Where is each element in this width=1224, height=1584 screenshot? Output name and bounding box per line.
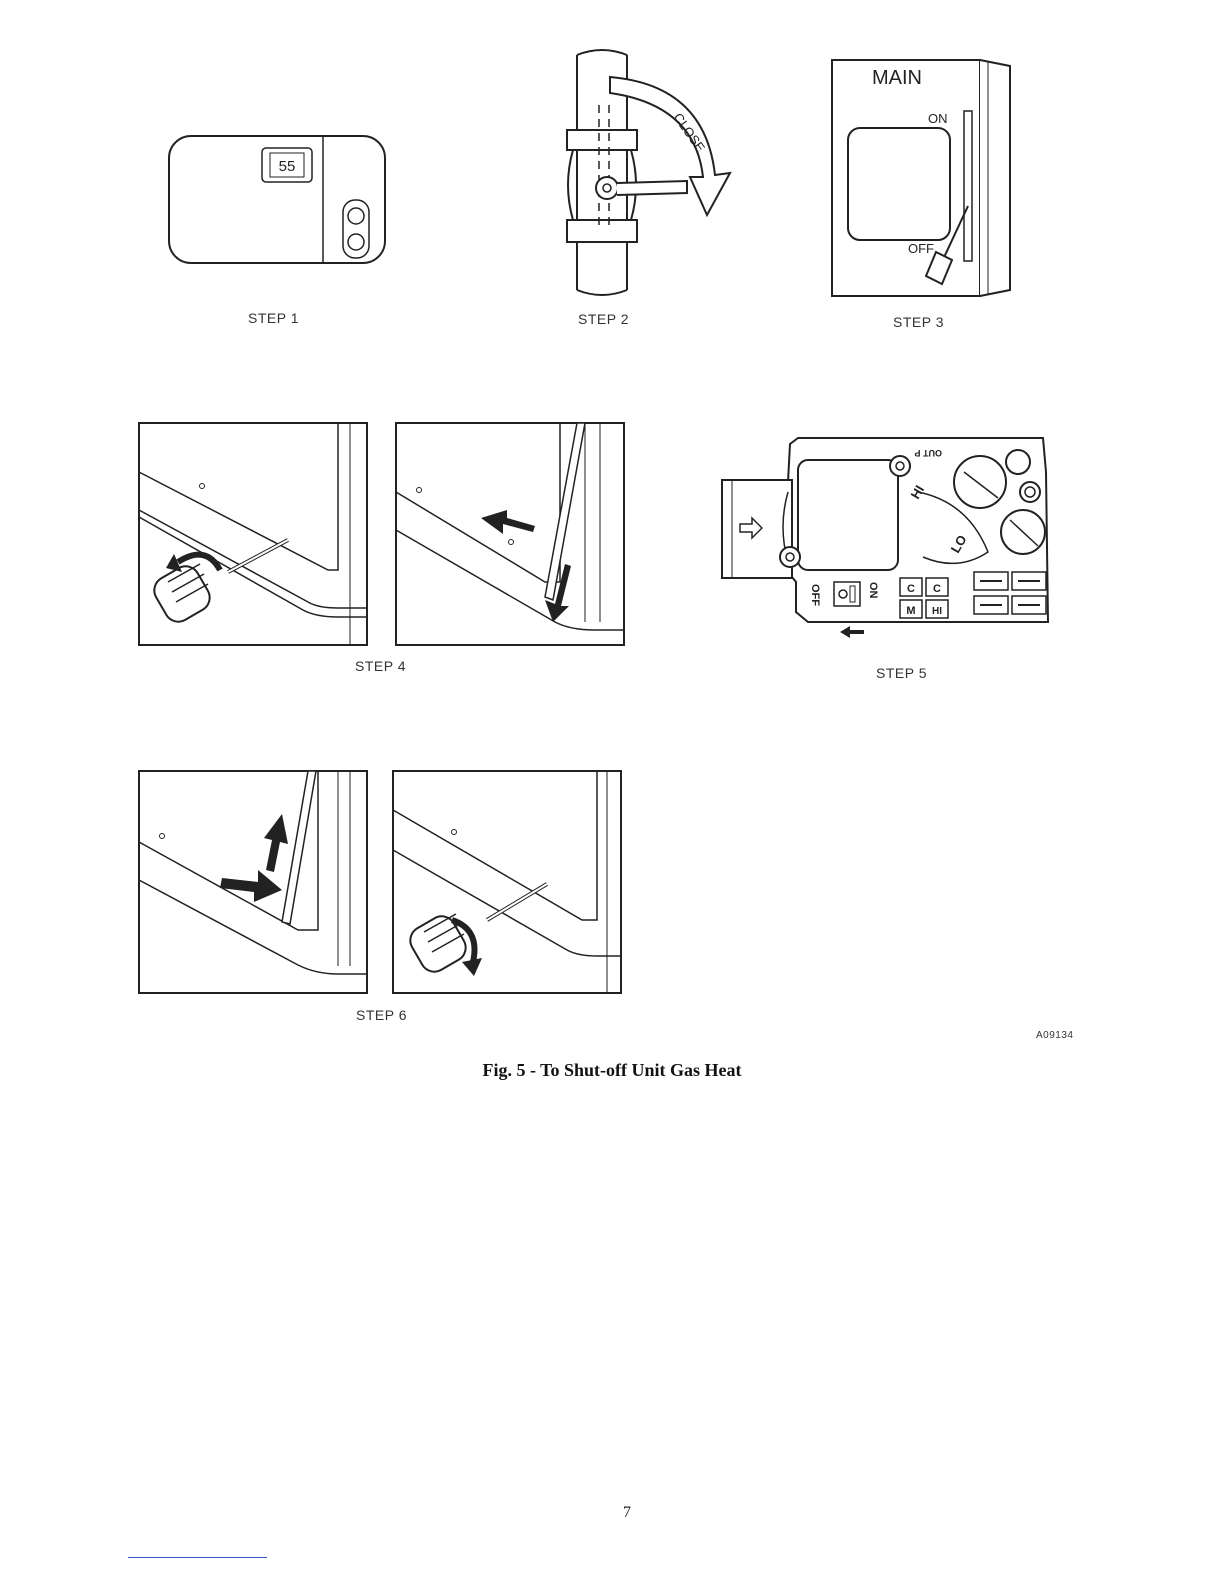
gas-off-label: OFF [809, 584, 821, 606]
step4-panel-screw-illustration [138, 422, 368, 646]
terminal-c2-label: C [933, 583, 941, 595]
outlet-pressure-label: OUT P [914, 448, 942, 458]
page-number: 7 [0, 1504, 1224, 1522]
terminal-m-label: M [906, 605, 915, 617]
main-title: MAIN [872, 67, 922, 89]
step4-label: STEP 4 [355, 658, 406, 674]
switch-off-label: OFF [908, 241, 934, 256]
step6-label: STEP 6 [356, 1007, 407, 1023]
figure-code: A09134 [1036, 1030, 1073, 1041]
switch-on-label: ON [928, 111, 948, 126]
figure-caption: Fig. 5 - To Shut-off Unit Gas Heat [0, 1060, 1224, 1081]
step4-panel-lift-illustration [395, 422, 625, 646]
thermostat-display-value: 55 [279, 158, 296, 175]
step3-label: STEP 3 [893, 314, 944, 330]
footer-rule [128, 1557, 267, 1558]
step2-label: STEP 2 [578, 311, 629, 327]
step6-panel-insert-illustration [138, 770, 368, 994]
step3-main-disconnect-illustration: MAIN ON OFF [828, 56, 1018, 304]
step5-label: STEP 5 [876, 665, 927, 681]
step1-label: STEP 1 [248, 310, 299, 326]
thermostat-button-down [348, 234, 364, 250]
turn-off-arrow-icon [840, 626, 864, 638]
step2-gas-valve-illustration: CLOSE [555, 45, 755, 305]
step1-thermostat-illustration: 55 [165, 132, 390, 267]
terminal-hi-label: HI [932, 606, 942, 617]
gas-on-label: ON [867, 582, 879, 599]
step5-gas-control-illustration: HI LO OUT P OFF ON C C M HI [718, 432, 1053, 644]
step6-panel-screw-illustration [392, 770, 622, 994]
terminal-c1-label: C [907, 583, 915, 595]
thermostat-button-up [348, 208, 364, 224]
